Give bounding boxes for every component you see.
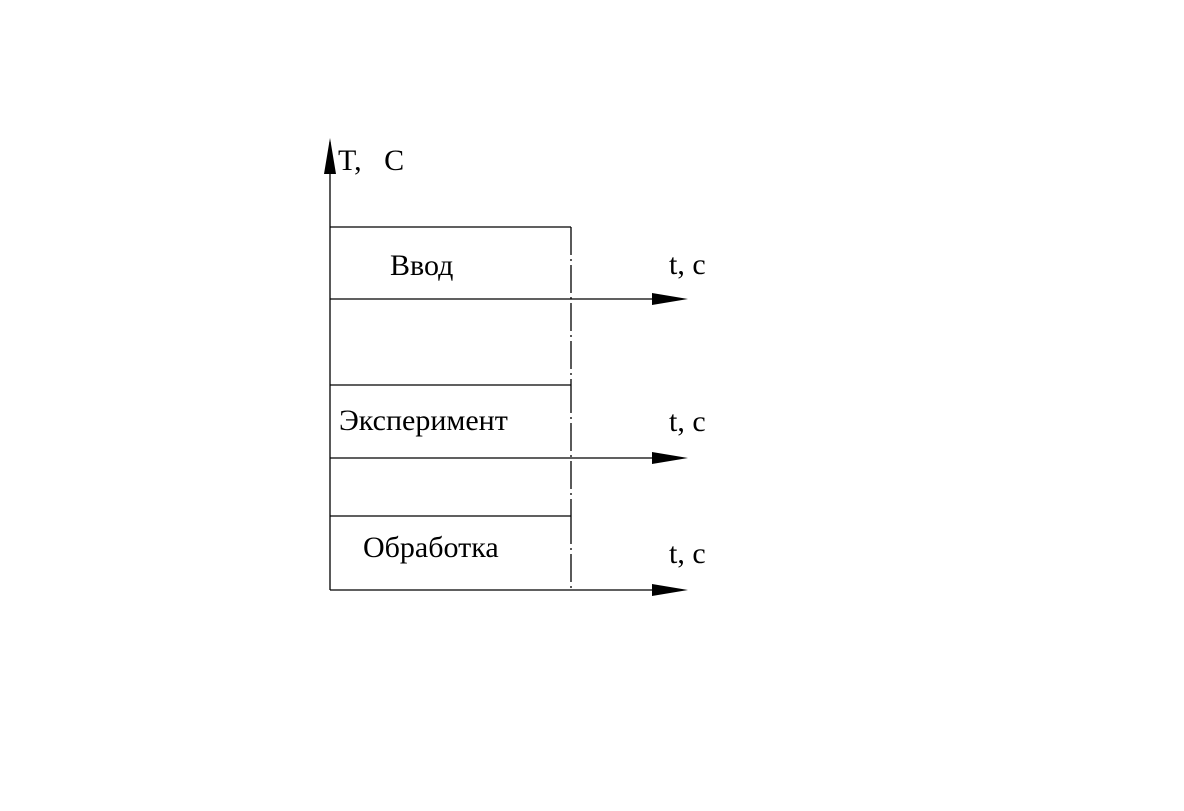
stage-1-time-axis-arrowhead <box>652 293 688 305</box>
stage-2-label: Эксперимент <box>339 404 508 437</box>
stage-1-label: Ввод <box>390 249 453 282</box>
y-axis-arrowhead <box>324 138 336 174</box>
stage-3-time-axis-label: t, c <box>669 537 706 570</box>
stage-2-time-axis-arrowhead <box>652 452 688 464</box>
stage-3-time-axis-arrowhead <box>652 584 688 596</box>
stage-1-time-axis-label: t, c <box>669 248 706 281</box>
y-axis-label: T, C <box>338 144 404 177</box>
stage-3-label: Обработка <box>363 531 499 564</box>
stage-2-time-axis-label: t, c <box>669 405 706 438</box>
